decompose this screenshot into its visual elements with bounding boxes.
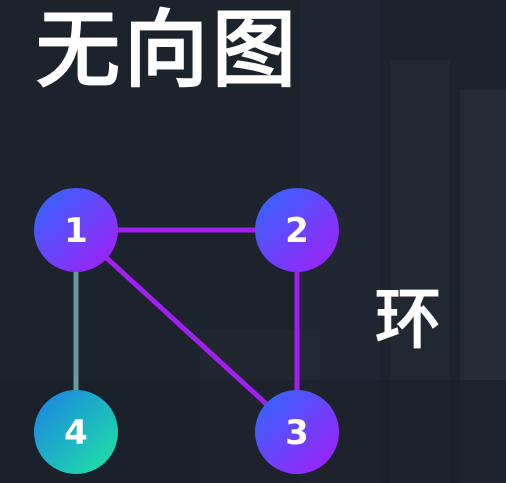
edge-1-3 bbox=[74, 228, 299, 434]
node-1: 1 bbox=[34, 188, 118, 272]
cycle-annotation: 环 bbox=[375, 281, 441, 358]
node-4-label: 4 bbox=[64, 413, 88, 453]
node-3: 3 bbox=[255, 390, 339, 474]
node-2: 2 bbox=[255, 188, 339, 272]
node-1-label: 1 bbox=[64, 211, 88, 251]
node-4: 4 bbox=[34, 390, 118, 474]
node-3-label: 3 bbox=[285, 413, 309, 453]
node-2-label: 2 bbox=[285, 211, 309, 251]
page-title: 无向图 bbox=[36, 1, 301, 99]
